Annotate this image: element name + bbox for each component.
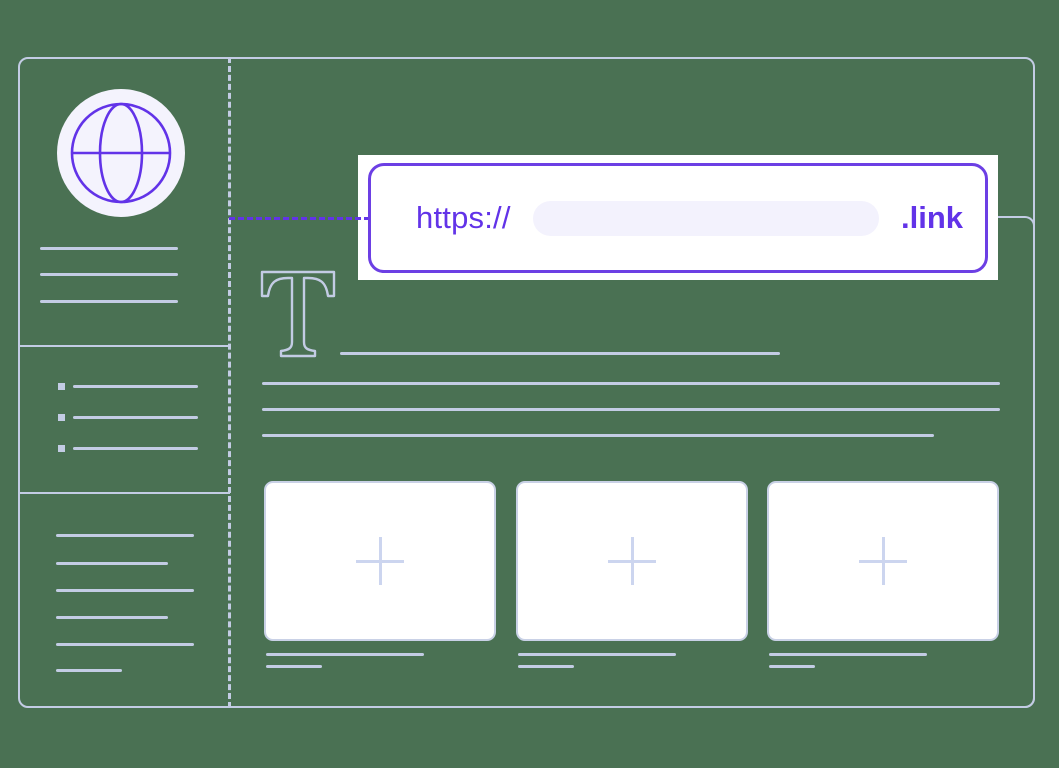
sidebar-line	[56, 534, 194, 537]
domain-input[interactable]	[532, 200, 879, 236]
sidebar-line	[56, 562, 168, 565]
sidebar-dashed-separator	[228, 57, 231, 708]
sidebar-divider-1	[18, 345, 230, 347]
url-scheme-label: https://	[416, 200, 511, 235]
card-caption-line	[518, 653, 676, 656]
sidebar-bullet-icon	[58, 383, 65, 390]
card-caption-line	[266, 665, 322, 668]
card-caption-line	[769, 653, 927, 656]
url-bar[interactable]: https:// .link	[368, 163, 988, 273]
sidebar-line	[56, 616, 168, 619]
plus-icon	[608, 537, 656, 585]
card-caption-line	[518, 665, 574, 668]
url-tld-label: .link	[900, 200, 963, 235]
globe-icon	[70, 102, 172, 204]
sidebar-list-item	[73, 447, 198, 450]
sidebar-line	[40, 273, 178, 276]
sidebar-line	[56, 589, 194, 592]
sidebar-divider-2	[18, 492, 230, 494]
url-bar-dashed-connector	[229, 217, 370, 220]
card-caption-line	[266, 653, 424, 656]
sidebar-line	[40, 300, 178, 303]
sidebar-list-item	[73, 416, 198, 419]
sidebar-line	[56, 643, 194, 646]
sidebar	[18, 57, 230, 708]
sidebar-bullet-icon	[58, 445, 65, 452]
media-card[interactable]	[767, 481, 999, 641]
sidebar-line	[40, 247, 178, 250]
sidebar-bullet-icon	[58, 414, 65, 421]
body-line	[262, 382, 1000, 385]
heading-line	[340, 352, 780, 355]
heading-letter-t-icon	[260, 270, 336, 358]
plus-icon	[356, 537, 404, 585]
right-connector-line	[982, 216, 1035, 708]
globe-logo	[57, 89, 185, 217]
body-line	[262, 408, 1000, 411]
sidebar-list-item	[73, 385, 198, 388]
media-card[interactable]	[264, 481, 496, 641]
media-card[interactable]	[516, 481, 748, 641]
card-caption-line	[769, 665, 815, 668]
body-line	[262, 434, 934, 437]
plus-icon	[859, 537, 907, 585]
sidebar-line	[56, 669, 122, 672]
